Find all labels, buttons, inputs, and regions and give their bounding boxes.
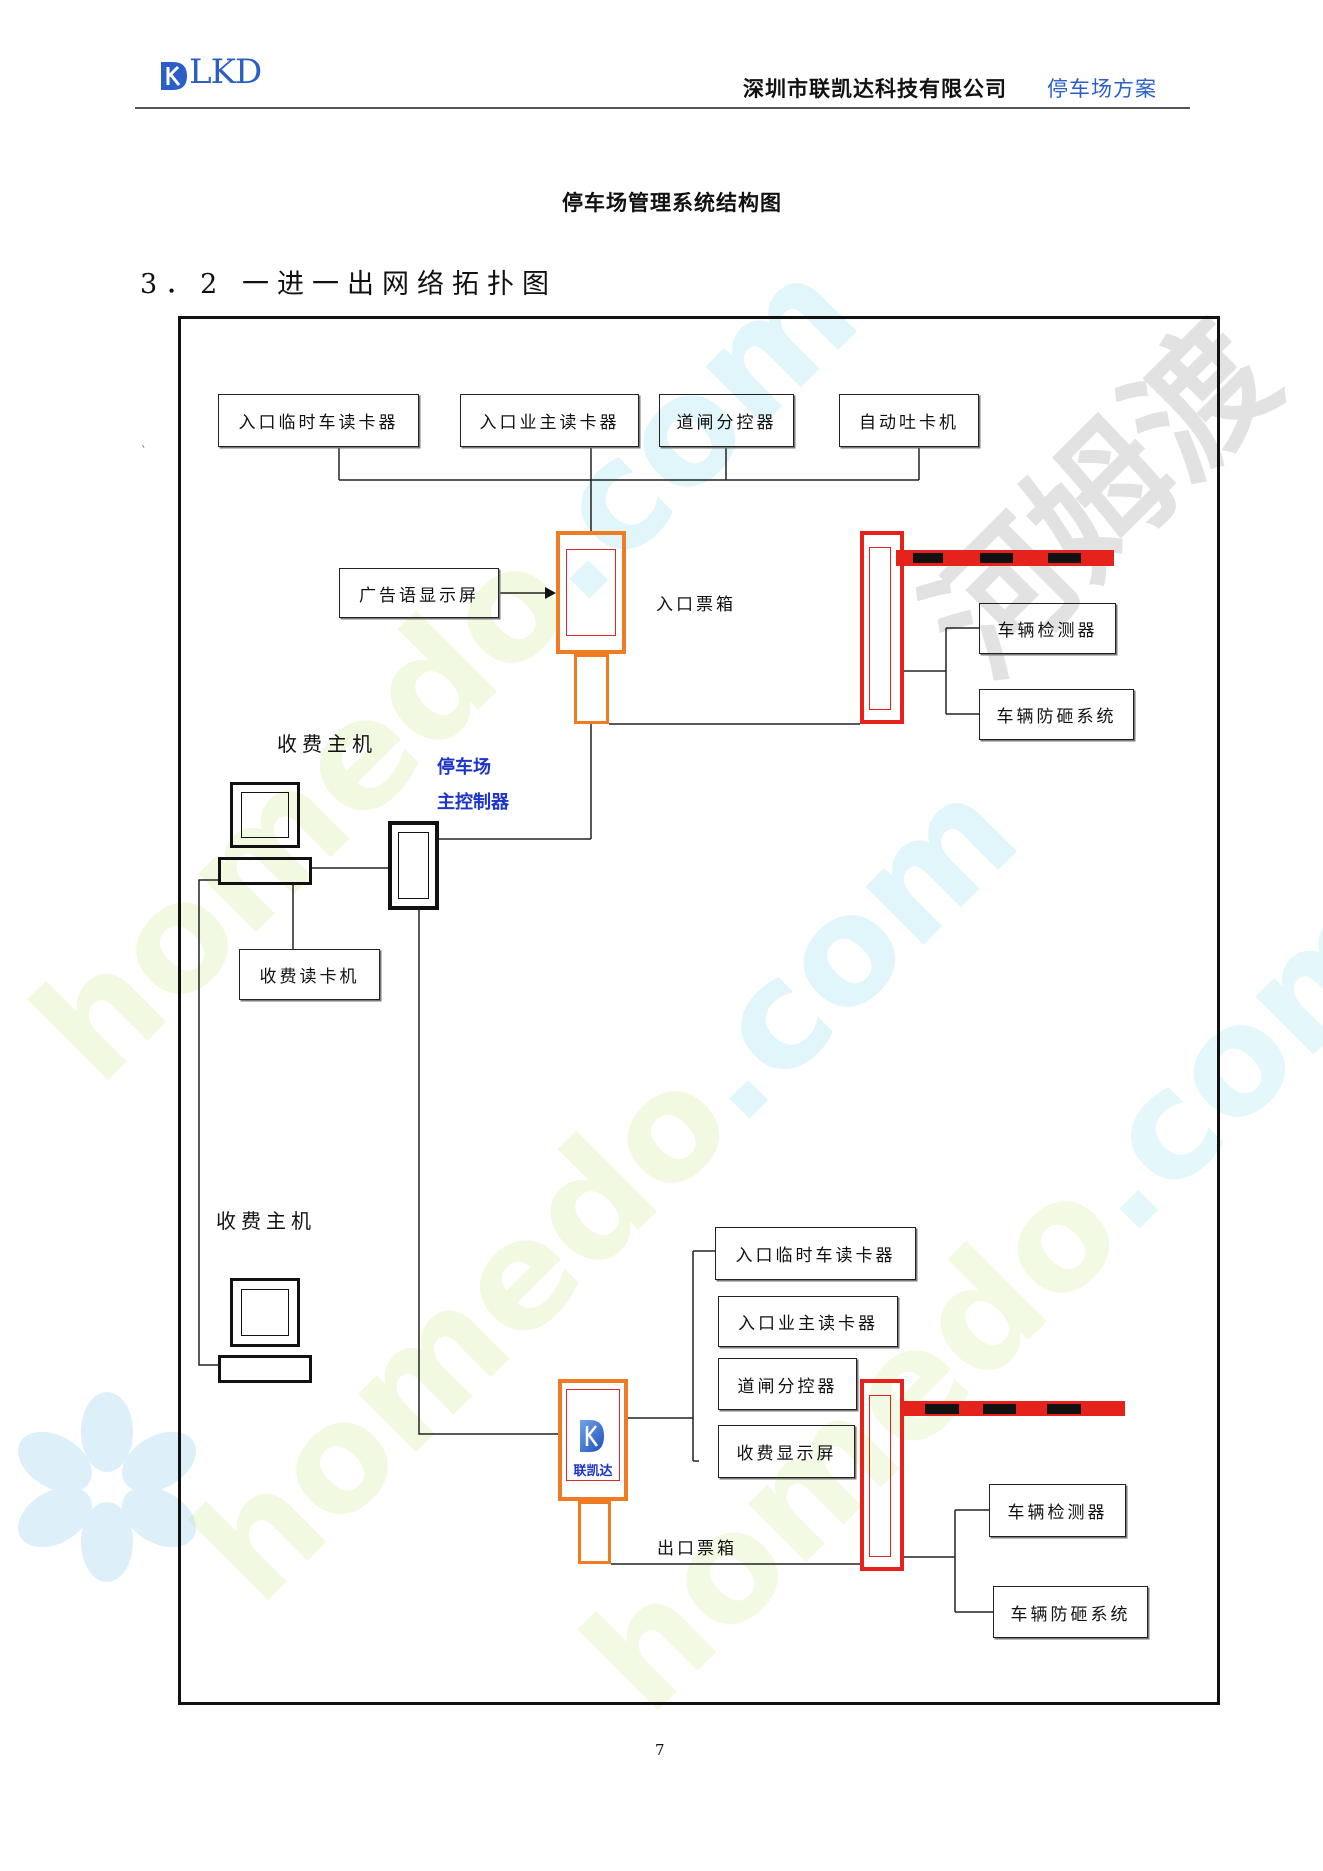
exit-barrier-post [860, 1379, 904, 1571]
exit-ticket-box-logo-text: 联凯达 [573, 1464, 613, 1479]
barrier-post-inner [869, 547, 891, 710]
barrier-stripe [980, 553, 1013, 563]
barrier-post-inner [869, 1395, 891, 1557]
entrance-ticket-box-label: 入口票箱 [656, 595, 736, 615]
main-controller-panel [398, 832, 429, 899]
computer-keyboard [218, 1355, 312, 1383]
toll-host-label-bottom: 收费主机 [216, 1209, 316, 1233]
entrance-vehicle-detector: 车辆检测器 [979, 603, 1116, 654]
computer-monitor-icon [230, 782, 300, 848]
exit-ticket-box-panel [566, 1389, 620, 1481]
entrance-ticket-box-stand [574, 654, 609, 724]
header-rule [135, 107, 1190, 109]
entrance-owner-card-reader: 入口业主读卡器 [460, 394, 639, 447]
entrance-barrier-post [860, 531, 904, 724]
barrier-stripe [925, 1404, 959, 1414]
entrance-ticket-box-panel [566, 549, 616, 636]
barrier-stripe [913, 553, 943, 563]
monitor-screen [241, 1289, 289, 1336]
exit-vehicle-detector: 车辆检测器 [989, 1484, 1126, 1537]
exit-ticket-box-label: 出口票箱 [657, 1539, 737, 1559]
exit-gate-controller: 道闸分控器 [718, 1358, 857, 1410]
main-controller-label-line2: 主控制器 [437, 792, 509, 813]
page-number: 7 [655, 1741, 665, 1759]
diagram-frame [178, 316, 1220, 1705]
computer-keyboard [218, 857, 312, 885]
monitor-screen [241, 792, 289, 838]
main-controller-label-line1: 停车场 [437, 757, 491, 778]
connector-line [418, 910, 558, 1435]
barrier-stripe [1048, 553, 1081, 563]
stray-mark: ` [141, 444, 147, 457]
exit-ticket-box-stand [578, 1501, 611, 1564]
entrance-barrier-arm [896, 550, 1114, 566]
main-controller [388, 821, 439, 910]
exit-temp-card-reader: 入口临时车读卡器 [715, 1227, 916, 1280]
arrow-head [545, 587, 556, 599]
entrance-temp-card-reader: 入口临时车读卡器 [218, 394, 419, 447]
entrance-card-dispenser: 自动吐卡机 [839, 394, 979, 447]
barrier-stripe [983, 1404, 1016, 1414]
header-company: 深圳市联凯达科技有限公司 [743, 76, 1007, 101]
barrier-stripe [1047, 1404, 1081, 1414]
toll-card-reader: 收费读卡机 [239, 949, 380, 1000]
entrance-gate-controller: 道闸分控器 [659, 394, 794, 447]
exit-owner-card-reader: 入口业主读卡器 [718, 1296, 898, 1347]
computer-monitor-icon [230, 1278, 300, 1347]
section-heading: 3．2 一进一出网络拓扑图 [140, 269, 557, 300]
exit-anti-smash-system: 车辆防砸系统 [993, 1586, 1148, 1638]
exit-barrier-arm [904, 1401, 1125, 1416]
entrance-anti-smash-system: 车辆防砸系统 [979, 689, 1134, 740]
entrance-ticket-box [556, 531, 626, 654]
entrance-ad-display: 广告语显示屏 [339, 568, 499, 618]
exit-ticket-box [558, 1379, 628, 1501]
header-doc-title: 停车场方案 [1047, 77, 1157, 101]
lkd-logo-icon [580, 1420, 604, 1452]
lkd-logo-icon [161, 62, 187, 90]
header-logo-text: LKD [189, 52, 262, 92]
flower-logo-icon [18, 1392, 196, 1582]
toll-host-label-top: 收费主机 [277, 732, 377, 756]
connector-line [198, 879, 218, 1366]
page-title: 停车场管理系统结构图 [562, 190, 782, 215]
exit-toll-display: 收费显示屏 [718, 1425, 855, 1478]
